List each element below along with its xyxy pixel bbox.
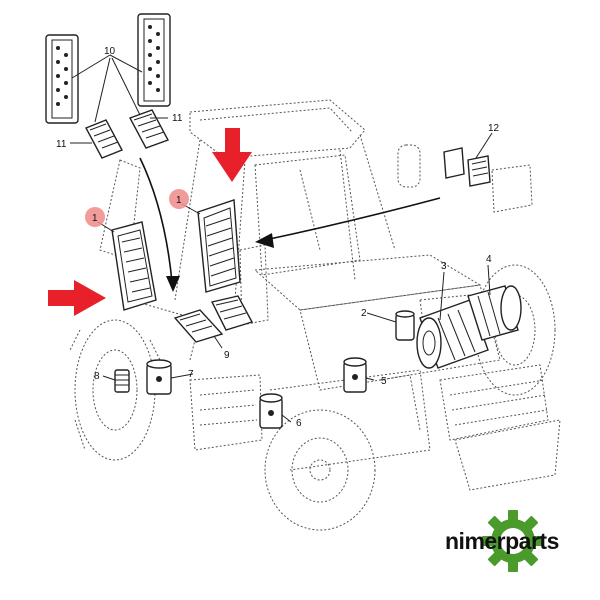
part-1-cab-air-filters — [111, 199, 241, 311]
callout-6: 6 — [296, 418, 302, 429]
callout-12: 12 — [488, 123, 500, 134]
callout-1b: 1 — [176, 195, 182, 206]
part-12-square-filter — [443, 147, 533, 213]
part-9-filter-pads — [173, 295, 254, 343]
part-5-canister-filter — [343, 357, 367, 393]
callout-11b: 11 — [172, 113, 183, 124]
callout-1a: 1 — [92, 213, 98, 224]
callout-10: 10 — [104, 46, 116, 57]
callout-2: 2 — [361, 308, 367, 319]
callout-9: 9 — [224, 350, 230, 361]
highlight-arrow-down — [212, 128, 252, 182]
callout-11a: 11 — [56, 139, 67, 150]
callout-8: 8 — [94, 371, 100, 382]
part-4-air-filter — [467, 285, 522, 341]
callout-4: 4 — [486, 254, 492, 265]
gear-icon — [482, 510, 544, 572]
part-10-cab-filters — [45, 13, 171, 124]
leader-lines — [70, 54, 493, 423]
part-11-filter-pads — [85, 109, 169, 159]
assembly-arrows — [139, 157, 441, 292]
brand-logo-text: nimerparts — [445, 528, 559, 554]
highlight-arrow-right — [48, 280, 106, 316]
part-6-canister-filter — [259, 393, 283, 429]
part-3-air-filter — [416, 299, 489, 369]
part-7-canister-filter — [146, 359, 172, 395]
part-8-canister-filter — [114, 369, 130, 393]
highlight-dot-1a — [85, 207, 105, 227]
callout-7: 7 — [188, 369, 194, 380]
part-2-canister-filter — [395, 310, 415, 341]
highlight-dot-1b — [169, 189, 189, 209]
callout-5: 5 — [381, 376, 387, 387]
callout-3: 3 — [441, 261, 447, 272]
